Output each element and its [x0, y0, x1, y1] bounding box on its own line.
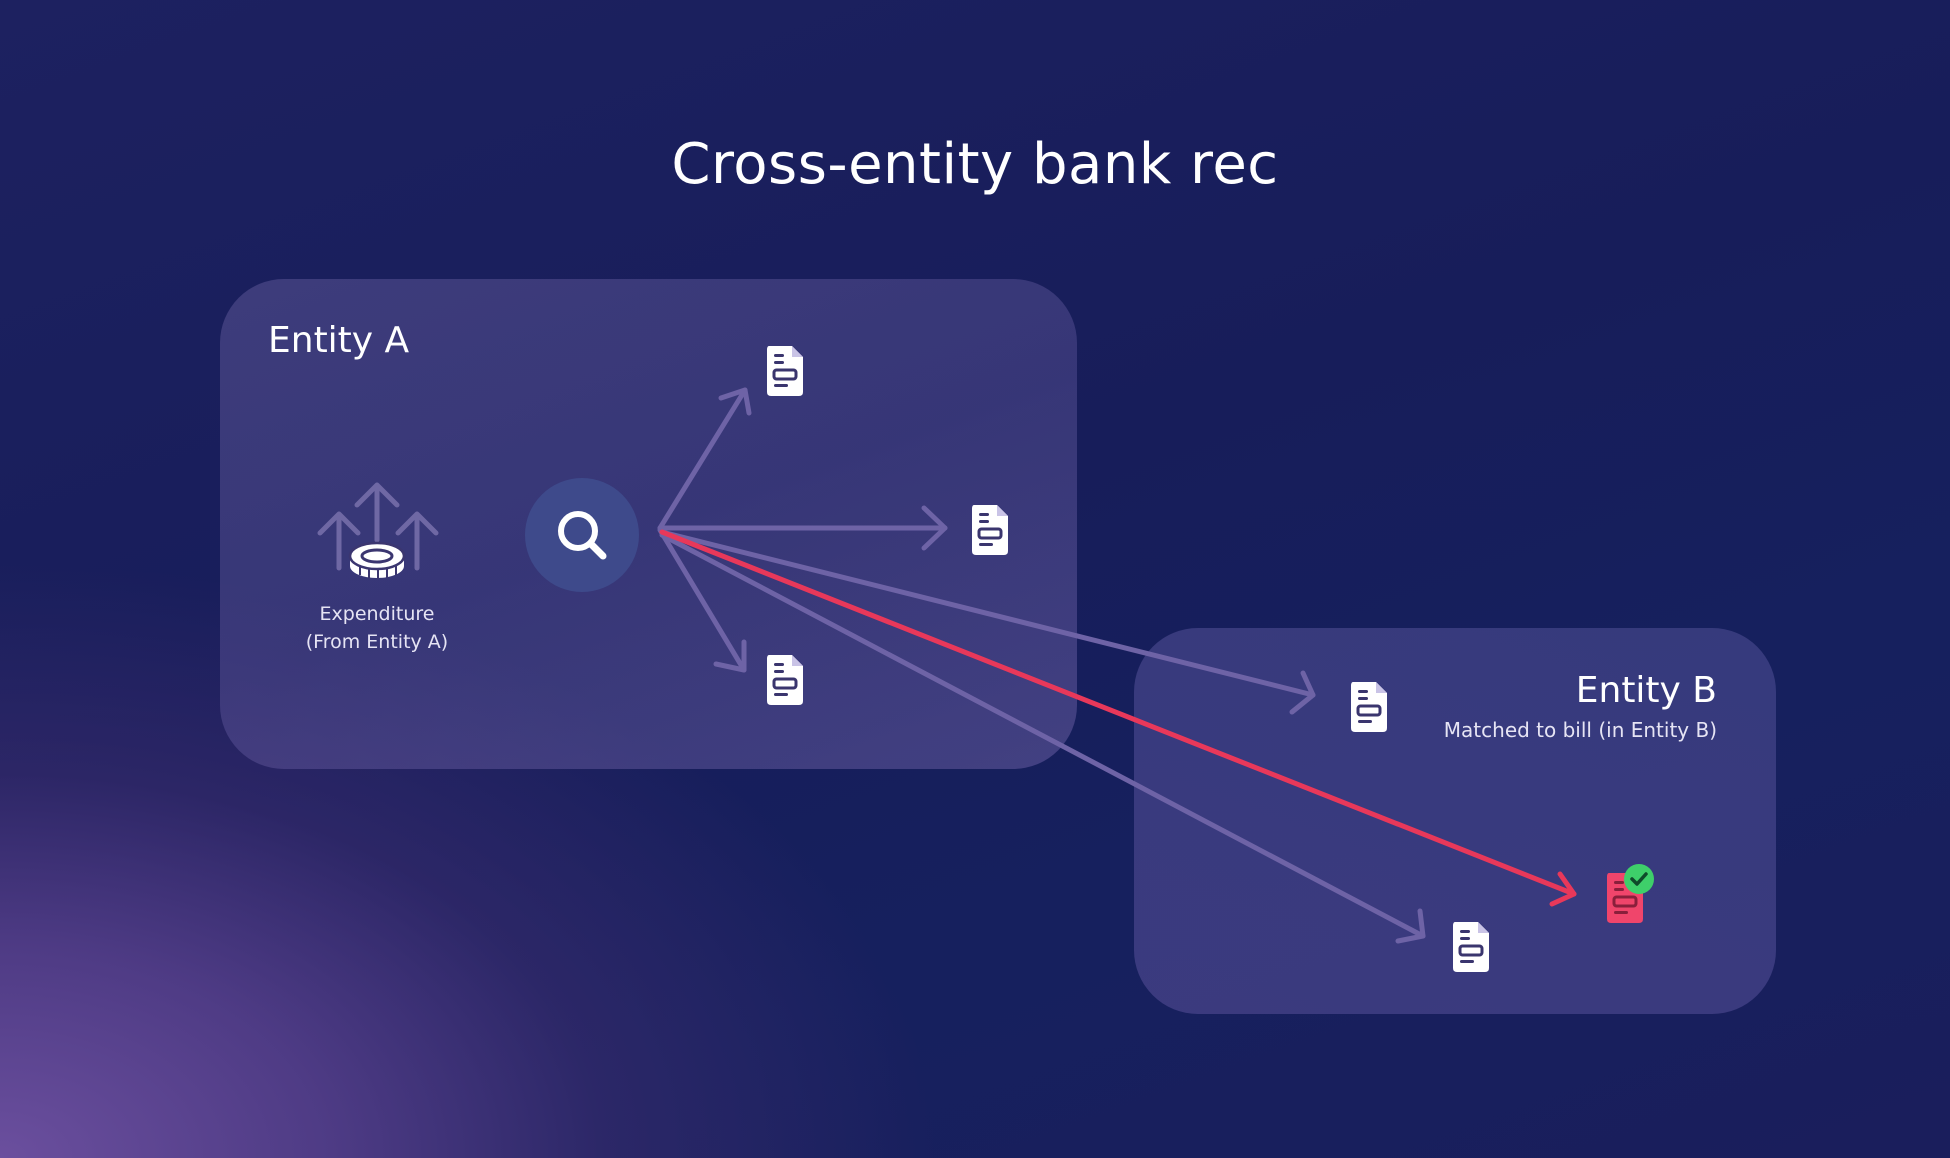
check-icon — [1624, 864, 1654, 894]
arrow-to-doc-top — [657, 387, 752, 531]
expenditure-caption-line1: Expenditure — [319, 603, 435, 625]
arrow-to-doc-bottom — [657, 527, 747, 673]
document-icon — [970, 503, 1010, 557]
entity-a-label: Entity A — [268, 320, 410, 361]
document-icon — [765, 653, 805, 707]
expenditure-caption: Expenditure (From Entity A) — [277, 600, 477, 656]
arrow-to-entity-b-doc-lower — [659, 532, 1426, 944]
match-arrow — [659, 529, 1577, 907]
document-icon — [765, 344, 805, 398]
document-icon — [1349, 680, 1389, 734]
magnifier-icon — [525, 478, 639, 592]
arrow-to-doc-middle — [657, 505, 948, 551]
coin-outflow-icon — [317, 482, 439, 579]
document-icon — [1451, 920, 1491, 974]
entity-a-panel — [220, 279, 1077, 769]
arrow-to-entity-b-doc-upper — [659, 529, 1316, 715]
page-title: Cross-entity bank rec — [671, 132, 1279, 197]
entity-b-subtitle: Matched to bill (in Entity B) — [1443, 718, 1717, 742]
entity-b-label: Entity B — [1575, 670, 1717, 711]
expenditure-caption-line2: (From Entity A) — [305, 631, 449, 653]
